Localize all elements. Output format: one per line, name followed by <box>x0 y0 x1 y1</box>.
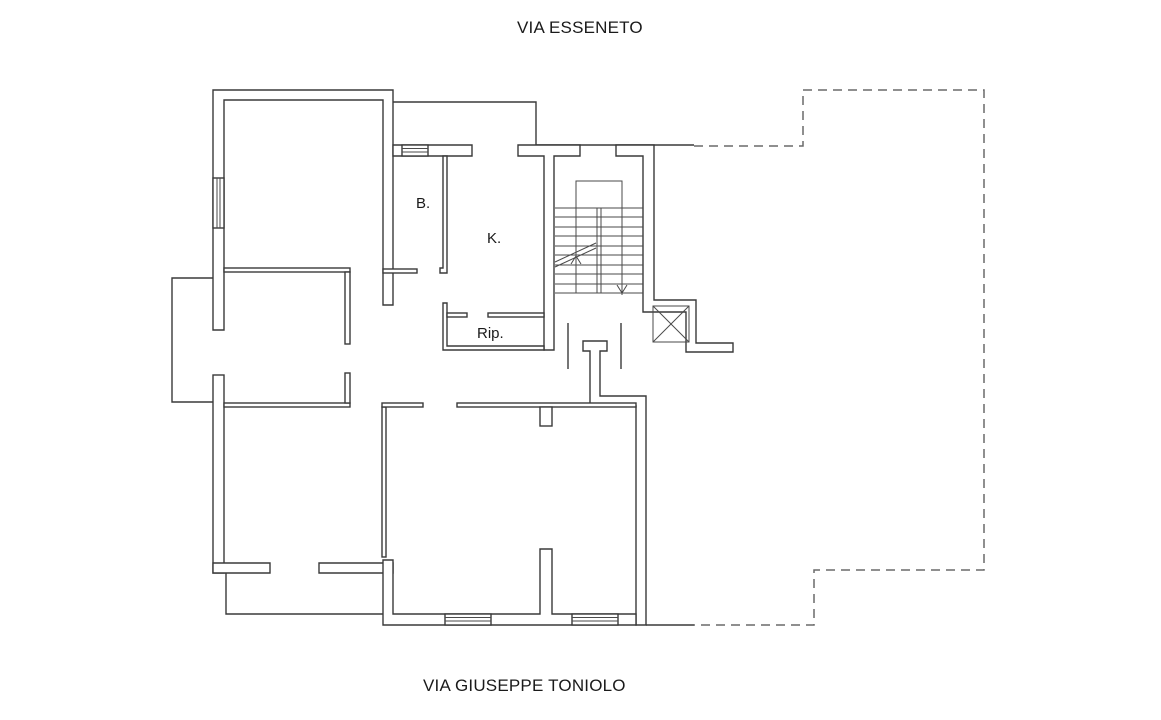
room-west-middle-walls <box>212 267 351 574</box>
living-room-walls <box>382 402 694 626</box>
stairwell <box>554 180 643 295</box>
street-label-bottom: VIA GIUSEPPE TONIOLO <box>423 676 626 695</box>
stair-down-arrow-icon <box>616 284 628 294</box>
bathroom-kitchen-north-walls <box>392 144 734 353</box>
stair-up-arrow-icon <box>570 255 582 265</box>
west-balcony <box>171 277 213 403</box>
landing-walls <box>567 323 647 626</box>
bathroom-kitchen-partition <box>382 155 448 274</box>
storage-walls <box>442 302 545 351</box>
street-label-top: VIA ESSENETO <box>517 18 643 37</box>
room-label-storage: Rip. <box>477 325 504 342</box>
terrace-dashed-outline <box>694 89 985 626</box>
stair-treads <box>555 207 643 294</box>
room-label-kitchen: K. <box>487 230 501 247</box>
room-southwest-walls <box>212 402 424 615</box>
north-wall <box>393 101 694 146</box>
bedroom-northwest-walls <box>212 89 394 331</box>
room-label-bathroom: B. <box>416 195 430 212</box>
elevator-shaft-icon <box>652 305 690 343</box>
